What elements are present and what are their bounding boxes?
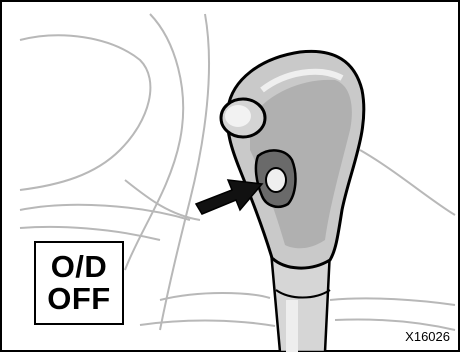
od-switch-icon — [256, 150, 296, 206]
indicator-line-2: OFF — [47, 283, 111, 315]
od-off-indicator: O/D OFF — [34, 241, 124, 325]
figure-code: X16026 — [405, 329, 450, 344]
shaft-highlight — [286, 300, 298, 352]
indicator-line-1: O/D — [51, 251, 108, 283]
release-button-icon — [221, 99, 265, 137]
